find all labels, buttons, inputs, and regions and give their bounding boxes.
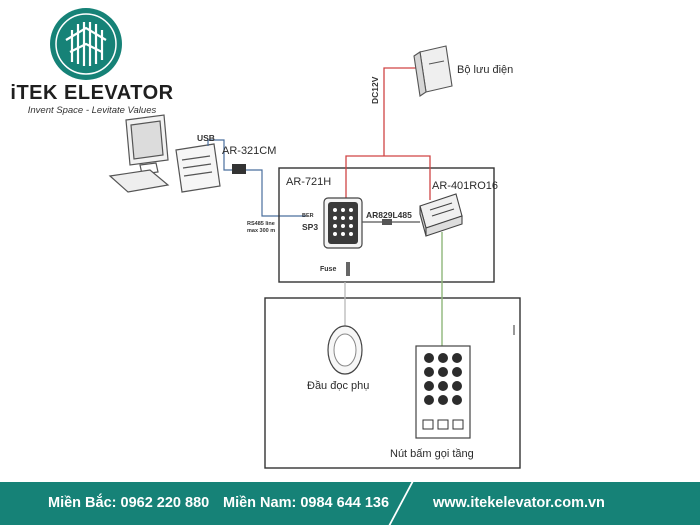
controller-port-bottom: SP3 bbox=[302, 222, 319, 232]
north-hotline: Miền Bắc: 0962 220 880 bbox=[48, 495, 210, 511]
website-link[interactable]: www.itekelevator.com.vn bbox=[433, 495, 605, 511]
brand-name: iTEK ELEVATOR bbox=[10, 82, 174, 104]
power-label: DC12V bbox=[370, 76, 380, 104]
computer-icon bbox=[108, 114, 221, 193]
floor-keypad-icon bbox=[415, 345, 471, 439]
bus-label: AR829L485 bbox=[366, 210, 412, 220]
elevator-panel bbox=[264, 297, 521, 469]
ups-label: Bộ lưu điện bbox=[457, 64, 514, 76]
controller-enclosure bbox=[278, 167, 495, 283]
reader-label: Đầu đọc phụ bbox=[307, 380, 370, 392]
fuse-icon bbox=[346, 262, 350, 276]
relay-module-icon bbox=[419, 193, 463, 237]
contact-footer bbox=[0, 482, 700, 525]
controller-label: AR-721H bbox=[286, 176, 332, 188]
brand-logo-icon bbox=[50, 8, 122, 80]
brand-tagline: Invent Space - Levitate Values bbox=[27, 105, 157, 116]
card-reader-icon bbox=[327, 325, 363, 375]
computer-port-label: USB bbox=[197, 133, 215, 143]
cable-note-line2: max 300 m bbox=[247, 228, 276, 234]
ups-icon bbox=[413, 45, 453, 97]
converter-device bbox=[232, 164, 246, 174]
fuse-label: Fuse bbox=[320, 266, 337, 273]
access-controller-icon bbox=[323, 197, 363, 249]
cable-note-line1: RS485 line bbox=[247, 221, 275, 227]
floor-buttons-label: Nút bấm gọi tầng bbox=[390, 448, 474, 460]
relay-label: AR-401RO16 bbox=[432, 180, 499, 192]
south-hotline: Miền Nam: 0984 644 136 bbox=[223, 495, 390, 511]
converter-label: AR-321CM bbox=[222, 145, 277, 157]
controller-port-top: BER bbox=[302, 213, 314, 219]
